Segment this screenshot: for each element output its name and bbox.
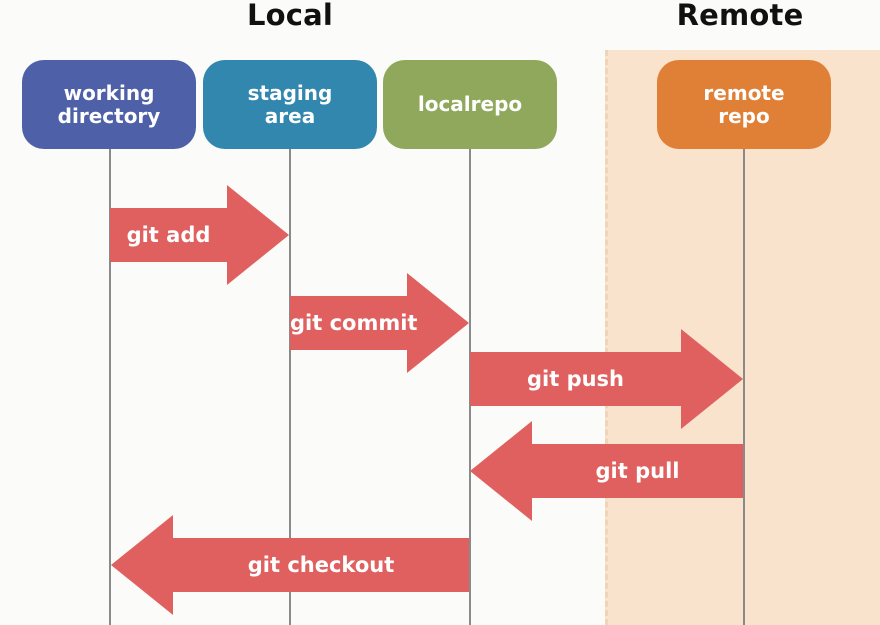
- arrow-shaft-git-pull: [532, 444, 743, 498]
- node-staging-area[interactable]: staging area: [203, 60, 377, 149]
- node-localrepo[interactable]: localrepo: [383, 60, 557, 149]
- arrow-git-add: git add: [110, 185, 289, 285]
- arrow-shaft-git-push: [470, 352, 681, 406]
- section-title-remote: Remote: [676, 0, 804, 32]
- arrow-shaft-git-commit: [290, 296, 407, 350]
- node-working-directory[interactable]: working directory: [22, 60, 196, 149]
- arrow-head-git-commit: [407, 273, 469, 373]
- lifeline-staging-area: [289, 140, 291, 625]
- arrow-git-commit: git commit: [290, 273, 469, 373]
- arrow-label-git-add: git add: [126, 223, 211, 247]
- lifeline-working-directory: [109, 140, 111, 625]
- arrow-label-git-push: git push: [526, 367, 624, 391]
- arrow-shaft-git-add: [110, 208, 227, 262]
- arrow-head-git-add: [227, 185, 289, 285]
- arrow-label-git-pull: git pull: [595, 459, 680, 483]
- arrow-shaft-git-checkout: [173, 538, 469, 592]
- arrow-git-checkout: git checkout: [111, 515, 469, 615]
- arrow-head-git-pull: [470, 421, 532, 521]
- arrow-label-git-checkout: git checkout: [247, 553, 395, 577]
- arrow-label-git-commit: git commit: [290, 311, 418, 335]
- node-remote-repo[interactable]: remote repo: [657, 60, 831, 149]
- lifeline-remote-repo: [743, 140, 745, 625]
- section-title-local: Local: [246, 0, 334, 32]
- arrow-head-git-push: [681, 329, 743, 429]
- arrow-git-pull: git pull: [470, 421, 743, 521]
- arrow-git-push: git push: [470, 329, 743, 429]
- arrow-head-git-checkout: [111, 515, 173, 615]
